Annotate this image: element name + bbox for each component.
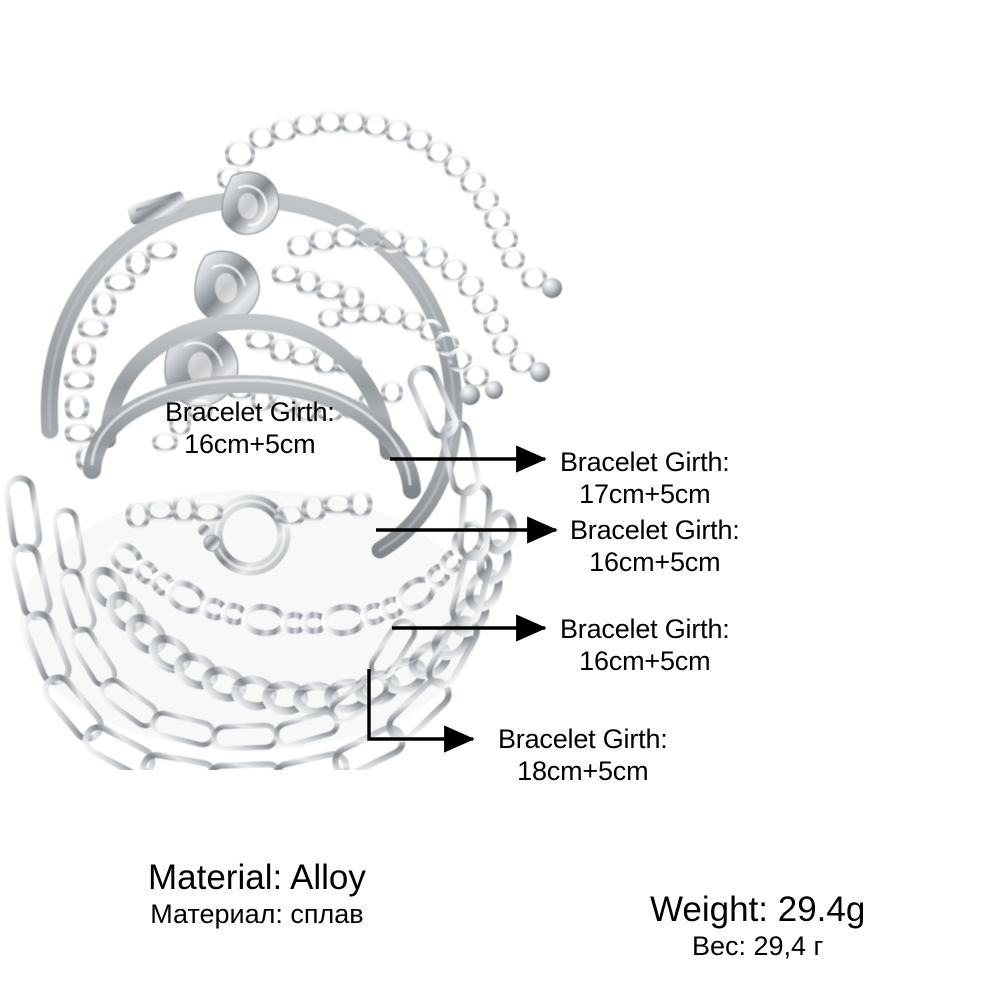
paperclip-chain-inner — [52, 507, 418, 752]
lobster-clasp-1 — [221, 171, 280, 235]
ball-charm — [460, 385, 480, 405]
callout-1-line2: 16cm+5cm — [184, 429, 316, 459]
ball-charm — [530, 362, 550, 382]
snake-chain-bracelet — [40, 191, 463, 559]
weight-spec-russian: Вес: 29,4 г — [691, 931, 824, 961]
material-spec-russian: Материал: сплав — [150, 899, 364, 929]
weight-spec-english: Weight: 29.4g — [650, 890, 866, 929]
ball-charm — [542, 278, 562, 298]
product-photo — [0, 60, 640, 770]
snake-chain-inner-pass — [100, 313, 396, 460]
callout-1-line1: Bracelet Girth: — [165, 397, 335, 427]
callout-4-line2: 16cm+5cm — [579, 646, 711, 676]
paperclip-chain-bracelet — [3, 364, 493, 770]
extender-chain-top — [217, 109, 525, 271]
callout-4-line1: Bracelet Girth: — [560, 614, 730, 644]
callout-5-line1: Bracelet Girth: — [498, 724, 668, 754]
extender-chain-lower — [318, 301, 472, 372]
callout-2-line2: 17cm+5cm — [579, 479, 711, 509]
callout-label-1: Bracelet Girth: 16cm+5cm — [165, 396, 335, 460]
curb-chain-bracelet — [88, 509, 518, 717]
figaro-chain-bracelet — [108, 520, 485, 637]
spring-ring-clasp — [198, 494, 291, 576]
callout-3-line1: Bracelet Girth: — [570, 515, 740, 545]
rolo-chain-bracelet — [63, 237, 365, 474]
callout-label-5: Bracelet Girth: 18cm+5cm — [498, 723, 668, 787]
callout-5-line2: 18cm+5cm — [517, 756, 649, 786]
weight-spec: Weight: 29.4g Вес: 29,4 г — [650, 890, 865, 962]
callout-3-line2: 16cm+5cm — [589, 547, 721, 577]
ball-charm — [485, 381, 503, 399]
bracelet-illustration — [3, 109, 562, 770]
lobster-clasp-2 — [194, 250, 260, 323]
material-spec: Material: Alloy Материал: сплав — [148, 858, 366, 930]
material-spec-english: Material: Alloy — [148, 858, 366, 897]
callout-label-4: Bracelet Girth: 16cm+5cm — [560, 613, 730, 677]
callout-label-3: Bracelet Girth: 16cm+5cm — [570, 514, 740, 578]
callout-2-line1: Bracelet Girth: — [560, 447, 730, 477]
callout-label-2: Bracelet Girth: 17cm+5cm — [560, 446, 730, 510]
extender-chain-middle — [287, 224, 518, 358]
rolo-chain-mid — [125, 488, 373, 531]
snake-chain-front-arc — [83, 375, 421, 499]
